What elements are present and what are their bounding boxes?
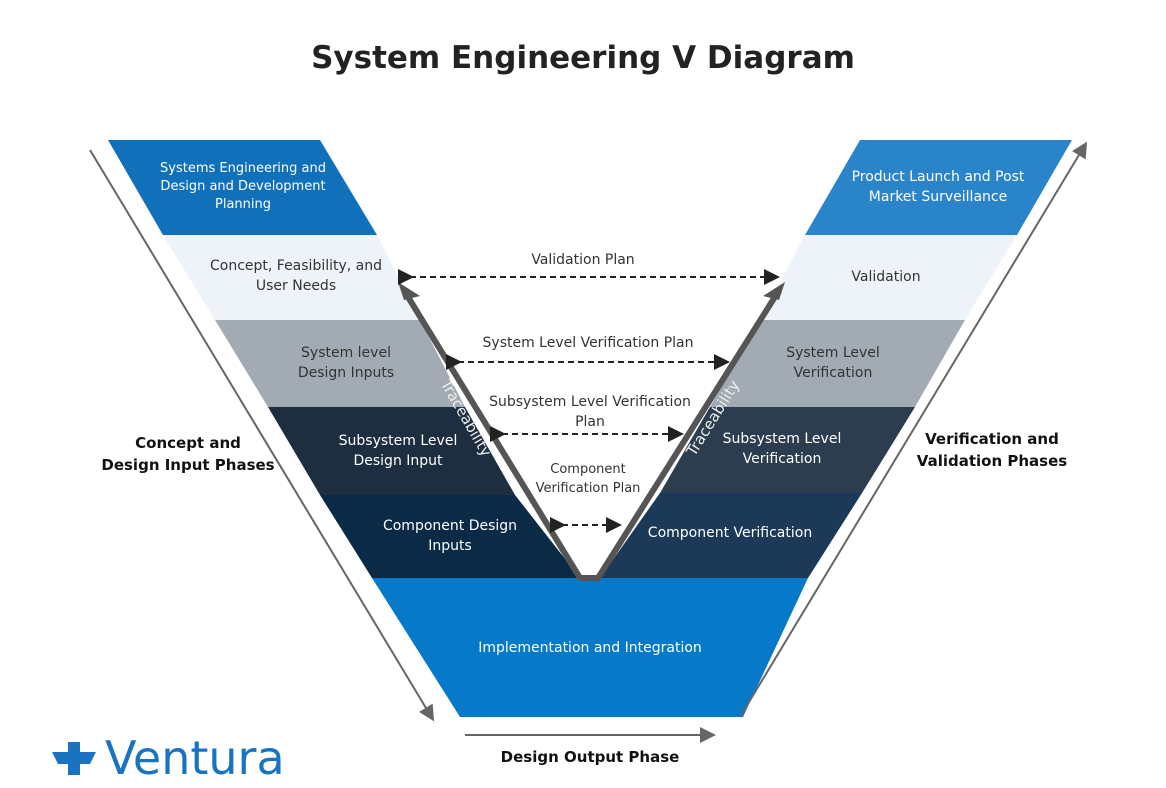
plan-validation: Validation Plan (531, 252, 635, 268)
logo-mark (52, 742, 96, 775)
phase-bottom: Design Output Phase (500, 748, 680, 766)
left-phase-arrow (89, 149, 435, 722)
right-band-2 (760, 235, 1017, 320)
left-stage-3: System level Design Inputs (297, 345, 395, 381)
bottom-band (372, 578, 808, 717)
left-band-4 (268, 407, 515, 495)
phase-right: Verification and Validation Phases (916, 430, 1068, 470)
right-stage-5: Component Verification (647, 525, 813, 541)
traceability-right-arrowhead (763, 282, 785, 300)
left-stage-4: Subsystem Level Design Input (338, 433, 458, 469)
plan-component: Component Verification Plan (535, 462, 641, 496)
right-band-4 (660, 407, 915, 493)
left-stage-1: Systems Engineering and Design and Devel… (160, 161, 326, 212)
right-stage-3: System Level Verification (786, 345, 880, 381)
bottom-stage: Implementation and Integration (478, 640, 702, 656)
right-band-1 (805, 140, 1072, 235)
right-phase-arrow (739, 141, 1088, 718)
page-title: System Engineering V Diagram (311, 40, 855, 76)
right-band-3 (710, 320, 965, 407)
left-band-1 (108, 140, 377, 235)
plan-system: System Level Verification Plan (482, 335, 694, 351)
left-band-3 (215, 320, 465, 407)
right-stage-2: Validation (851, 269, 921, 285)
left-stage-2: Concept, Feasibility, and User Needs (209, 258, 383, 294)
traceability-left-arrowhead (398, 282, 420, 300)
right-stage-4: Subsystem Level Verification (722, 431, 842, 467)
phase-left: Concept and Design Input Phases (101, 434, 275, 474)
right-band-5 (600, 493, 862, 578)
right-stage-1: Product Launch and Post Market Surveilla… (851, 169, 1025, 205)
left-band-2 (163, 235, 420, 320)
left-stage-5: Component Design Inputs (382, 518, 518, 554)
plan-subsystem: Subsystem Level Verification Plan (489, 394, 691, 430)
left-band-5 (320, 495, 580, 578)
logo-text: Ventura (105, 731, 285, 785)
